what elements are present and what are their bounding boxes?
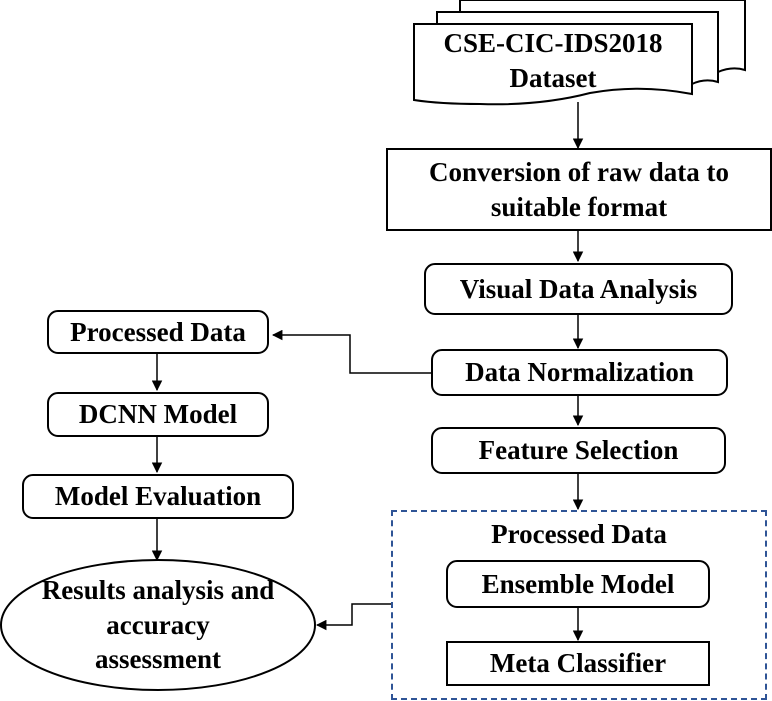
processed-data-left-box: Processed Data (47, 310, 269, 354)
feature-selection-box: Feature Selection (431, 427, 726, 474)
processed-data-right-label: Processed Data (491, 518, 667, 549)
dcnn-model-box: DCNN Model (47, 392, 269, 437)
ensemble-model-box: Ensemble Model (446, 560, 710, 608)
normalization-box: Data Normalization (431, 349, 728, 396)
dataset-document-stack (413, 0, 746, 106)
conversion-box: Conversion of raw data to suitable forma… (386, 148, 772, 231)
meta-classifier-box: Meta Classifier (446, 641, 710, 686)
dataset-label: CSE-CIC-IDS2018 Dataset (443, 28, 663, 93)
arrow-normalization-to-processed-left (271, 329, 431, 374)
document-front (413, 23, 693, 106)
model-evaluation-box: Model Evaluation (22, 474, 294, 519)
results-label: Results analysis and accuracy assessment (41, 575, 275, 675)
visual-analysis-box: Visual Data Analysis (424, 263, 733, 315)
results-ellipse (0, 559, 316, 691)
arrow-ensemble-to-results (315, 603, 391, 631)
ensemble-group-border (391, 510, 767, 700)
